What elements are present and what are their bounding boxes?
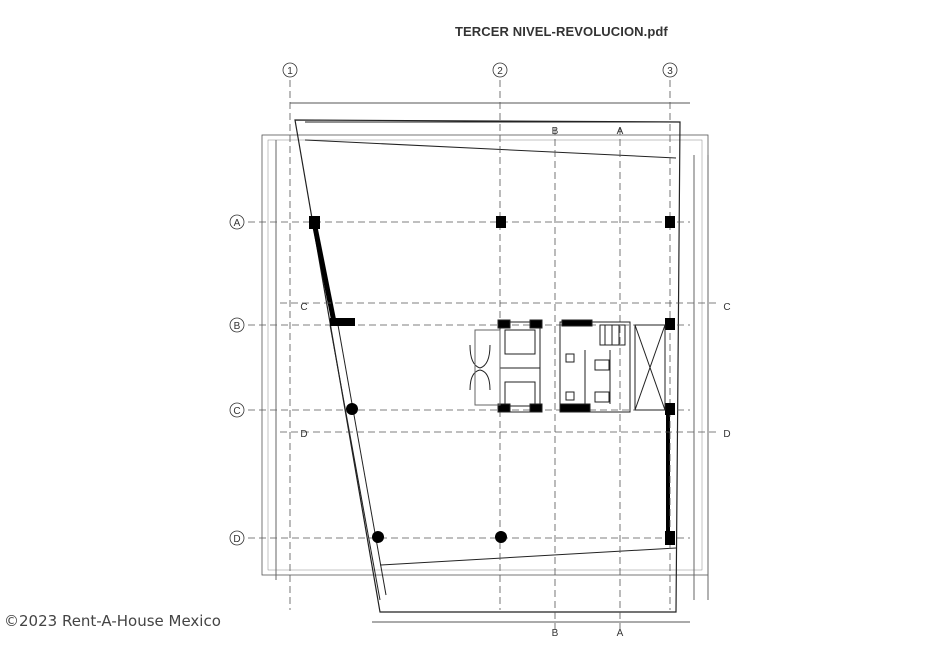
grid-marker-B <box>229 317 245 333</box>
grid-label-D: D <box>233 534 240 545</box>
thick-wall <box>311 221 337 323</box>
grid-label-B: B <box>234 321 241 332</box>
section-marker-top-b: B <box>552 126 559 137</box>
section-marker-right-d: D <box>723 429 730 440</box>
document-title: TERCER NIVEL-REVOLUCION.pdf <box>455 24 668 39</box>
elevator-core <box>469 319 543 413</box>
grid-label-C: C <box>233 406 240 417</box>
grid-label-2: 2 <box>497 66 503 77</box>
section-marker-bottom-b: B <box>552 628 559 639</box>
grid-label-3: 3 <box>667 66 673 77</box>
section-marker-right-c: C <box>723 302 730 313</box>
section-marker-bottom-a: A <box>617 628 624 639</box>
grid-label-1: 1 <box>287 66 293 77</box>
grid-column-markers <box>229 62 678 546</box>
section-marker-left-c: C <box>300 302 307 313</box>
building-outline <box>294 119 681 613</box>
grid-marker-2 <box>492 62 508 78</box>
grid-marker-A <box>229 214 245 230</box>
grid-marker-3 <box>662 62 678 78</box>
copyright-watermark: ©2023 Rent-A-House Mexico <box>4 612 221 630</box>
outer-frame <box>261 134 709 576</box>
section-marker-left-d: D <box>300 429 307 440</box>
section-marker-top-a: A <box>617 126 624 137</box>
grid-label-A: A <box>234 218 241 229</box>
grid-marker-D <box>229 530 245 546</box>
grid-marker-C <box>229 402 245 418</box>
grid-marker-1 <box>282 62 298 78</box>
services-core <box>559 319 631 413</box>
